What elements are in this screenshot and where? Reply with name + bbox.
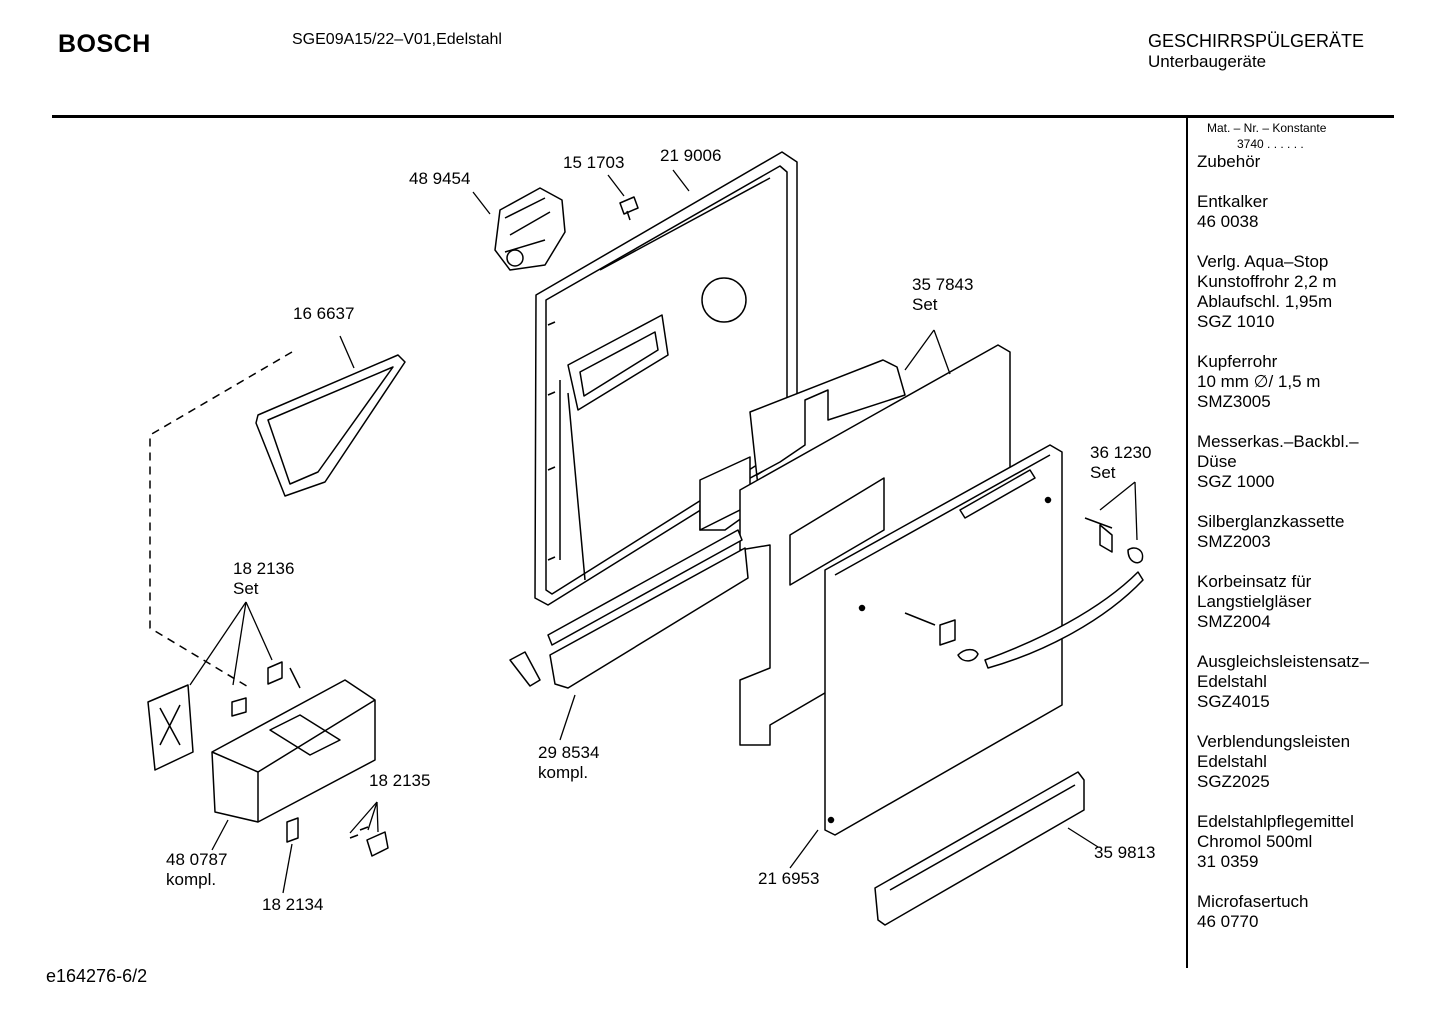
sidebar-divider [1186,118,1188,968]
mat-nr-label: Mat. – Nr. – Konstante [1207,121,1327,135]
part-label-166637: 16 6637 [293,304,355,323]
accessory-item: Verblendungsleisten Edelstahl SGZ2025 [1197,732,1351,791]
kick-strip [874,771,1085,926]
accessory-item: Korbeinsatz für Langstielgläser SMZ2004 [1197,572,1312,631]
lock-assembly [147,661,389,857]
accessory-item: Edelstahlpflegemittel Chromol 500ml 31 0… [1197,812,1354,871]
part-label-480787: 48 0787 kompl. [166,850,228,889]
dashed-guide-line [149,351,293,689]
document-code: e164276-6/2 [46,966,148,986]
part-label-219006: 21 9006 [660,146,722,165]
part-label-182134: 18 2134 [262,895,324,914]
part-label-359813: 35 9813 [1094,843,1156,862]
part-label-298534: 29 8534 kompl. [538,743,600,782]
screw [619,196,639,221]
brand-logo: BOSCH [58,30,151,58]
accessory-item: Microfasertuch 46 0770 [1197,892,1309,931]
handle-bar [904,517,1144,669]
part-label-489454: 48 9454 [409,169,471,188]
seal-frame [255,354,406,497]
accessory-item: Kupferrohr 10 mm ∅/ 1,5 m SMZ3005 [1197,352,1321,411]
accessory-item: Verlg. Aqua–Stop Kunstoffrohr 2,2 m Abla… [1197,252,1337,331]
part-label-357843: 35 7843 Set [912,275,974,314]
category-title: GESCHIRRSPÜLGERÄTE [1148,31,1365,51]
part-label-151703: 15 1703 [563,153,625,172]
model-number: SGE09A15/22–V01,Edelstahl [292,31,502,48]
part-label-182135: 18 2135 [369,771,431,790]
leader-lines [189,169,1138,894]
accessories-list: Zubehör Entkalker 46 0038 Verlg. Aqua–St… [1197,152,1397,952]
header-divider [52,115,1394,118]
part-label-216953: 21 6953 [758,869,820,888]
handle-assembly [494,187,566,271]
bottom-rail [509,529,749,689]
mat-nr-value: 3740 . . . . . . [1237,137,1304,151]
accessory-item: Zubehör [1197,152,1261,171]
accessory-item: Ausgleichsleistensatz– Edelstahl SGZ4015 [1197,652,1369,711]
part-label-182136: 18 2136 Set [233,559,295,598]
inner-door-panel [534,151,798,606]
accessory-item: Silberglanzkassette SMZ2003 [1197,512,1345,551]
subcategory-title: Unterbaugeräte [1148,52,1267,71]
part-label-361230: 36 1230 Set [1090,443,1152,482]
accessory-item: Entkalker 46 0038 [1197,192,1268,231]
accessory-item: Messerkas.–Backbl.– Düse SGZ 1000 [1197,432,1359,491]
